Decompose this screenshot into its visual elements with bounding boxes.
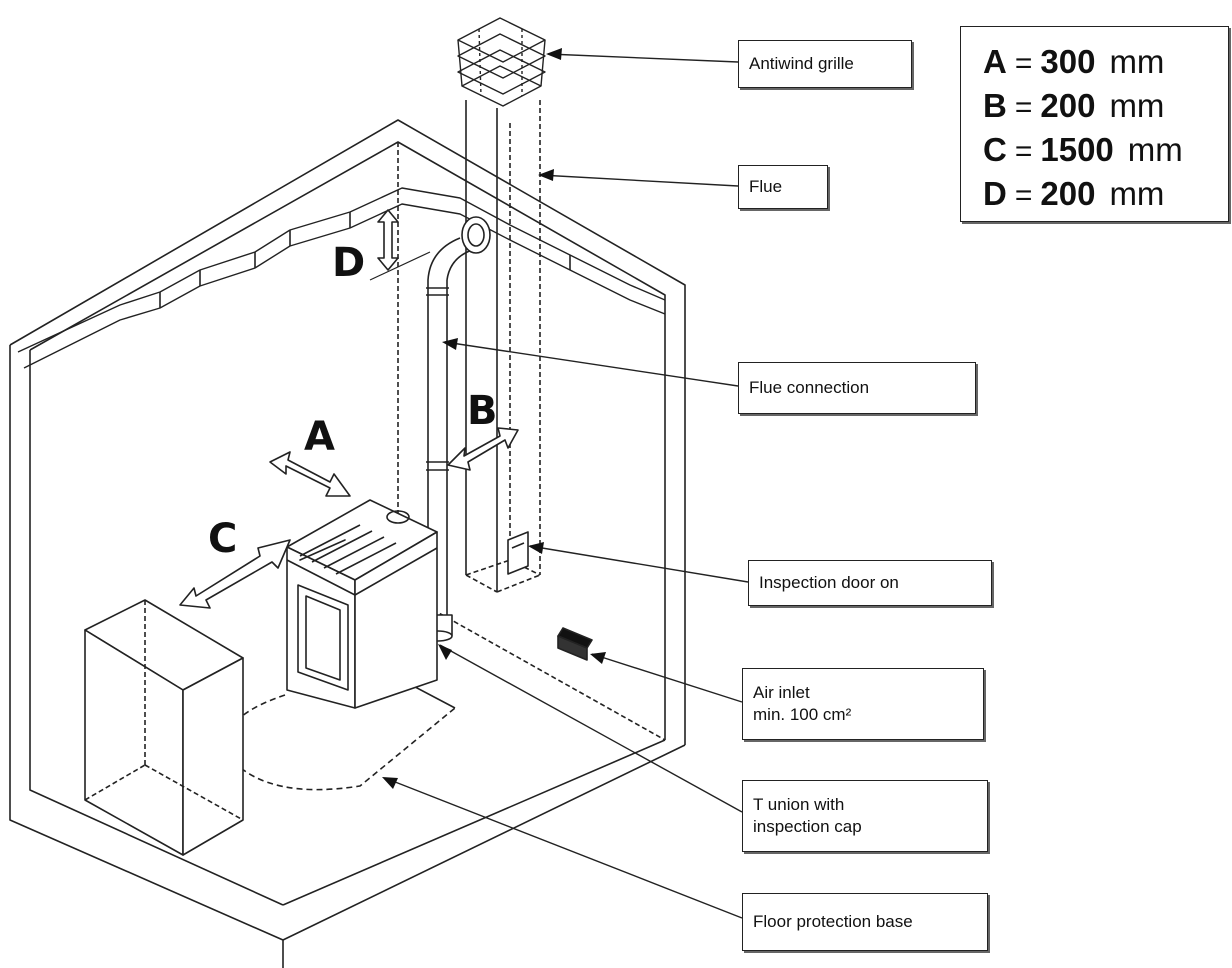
dimension-arrows <box>179 209 519 609</box>
legend-value: 1500 <box>1040 131 1114 168</box>
legend-value: 300 <box>1040 43 1096 80</box>
callout-text: min. 100 cm² <box>753 705 852 724</box>
dimension-label-d: D <box>332 240 366 286</box>
callout-text: Antiwind grille <box>749 54 854 73</box>
legend-equals: = <box>1014 179 1033 212</box>
legend-key: B <box>983 87 1007 124</box>
callout-text: Inspection door on <box>759 573 899 592</box>
legend-unit: mm <box>1109 87 1165 124</box>
legend-unit: mm <box>1109 175 1165 212</box>
callout-t-union: T union with inspection cap <box>742 780 988 852</box>
callout-text: Flue <box>749 177 783 196</box>
air-inlet <box>557 627 593 661</box>
callout-antiwind-grille: Antiwind grille <box>738 40 912 88</box>
legend-row-a: A=300 mm <box>983 41 1228 85</box>
callout-text: Flue connection <box>749 378 870 397</box>
legend-equals: = <box>1014 47 1033 80</box>
legend-row-c: C=1500 mm <box>983 129 1228 173</box>
legend-row-b: B=200 mm <box>983 85 1228 129</box>
legend-key: A <box>983 43 1007 80</box>
callout-flue: Flue <box>738 165 828 209</box>
legend-value: 200 <box>1040 175 1096 212</box>
legend-unit: mm <box>1127 131 1183 168</box>
leader-lines <box>382 48 749 919</box>
inspection-door <box>507 531 529 575</box>
pellet-stove <box>286 499 438 709</box>
callout-text: T union with <box>753 795 845 814</box>
callout-inspection-door: Inspection door on <box>748 560 992 606</box>
legend-key: C <box>983 131 1007 168</box>
callout-flue-connection: Flue connection <box>738 362 976 414</box>
dimension-label-a: A <box>304 414 335 460</box>
callout-floor-protection: Floor protection base <box>742 893 988 951</box>
legend-value: 200 <box>1040 87 1096 124</box>
adjacent-cabinet <box>84 599 244 856</box>
dimension-label-b: B <box>467 388 498 434</box>
antiwind-grille <box>457 17 546 107</box>
legend-equals: = <box>1014 135 1033 168</box>
room-walls <box>9 119 686 968</box>
callout-text: Floor protection base <box>753 912 913 931</box>
legend-equals: = <box>1014 91 1033 124</box>
legend-unit: mm <box>1109 43 1165 80</box>
callout-air-inlet: Air inlet min. 100 cm² <box>742 668 984 740</box>
callout-text: Air inlet <box>753 683 810 702</box>
chimney-flue <box>465 100 541 593</box>
legend-key: D <box>983 175 1007 212</box>
callout-text: inspection cap <box>753 817 862 836</box>
legend-row-d: D=200 mm <box>983 173 1228 217</box>
dimension-label-c: C <box>208 516 238 562</box>
